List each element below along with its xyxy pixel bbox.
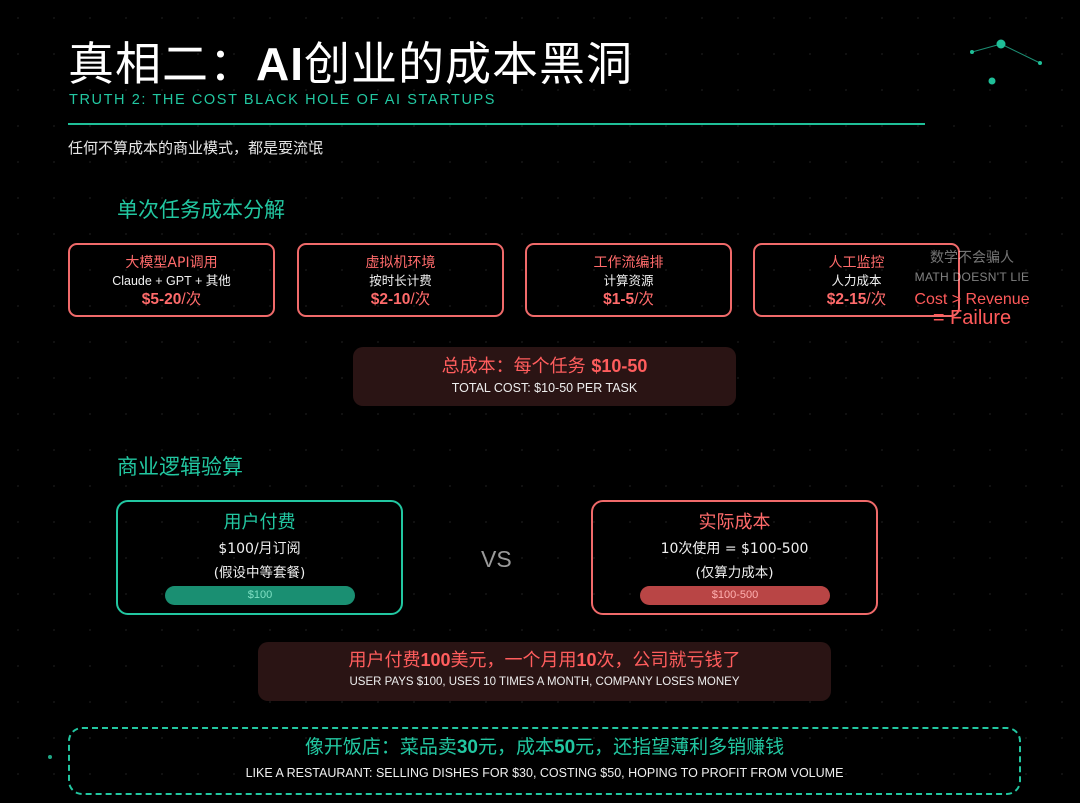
total-cost-en: TOTAL COST: $10-50 PER TASK [451, 381, 638, 395]
cost-card-llm-api: 大模型API调用 Claude + GPT + 其他 $5-20/次 [68, 243, 275, 317]
actual-cost-title: 实际成本 [698, 512, 771, 533]
user-pay-note: (假设中等套餐) [213, 565, 306, 581]
tagline: 任何不算成本的商业模式，都是耍流氓 [68, 139, 324, 157]
restaurant-analogy: 像开饭店：菜品卖30元，成本50元，还指望薄利多销赚钱 [304, 736, 785, 758]
cost-card-sub: Claude + GPT + 其他 [112, 274, 231, 288]
constellation-icon [970, 39, 1042, 85]
math-note: 数学不会骗人 MATH DOESN'T LIE Cost > Revenue =… [914, 247, 1029, 330]
actual-cost-amount: 10次使用 = $100-500 [660, 541, 809, 557]
math-note-en: MATH DOESN'T LIE [914, 270, 1030, 284]
total-cost-label: 总成本：每个任务 $10-50 [441, 356, 648, 377]
math-note-cn: 数学不会骗人 [930, 250, 1014, 266]
section-heading-breakdown: 单次任务成本分解 [117, 198, 285, 222]
title-part-cn: 真相二： [68, 37, 256, 91]
cost-card-price: $1-5/次 [603, 291, 654, 308]
cost-card-price: $2-15/次 [826, 291, 887, 308]
cost-card-sub: 按时长计费 [369, 274, 432, 288]
actual-cost-note: (仅算力成本) [695, 565, 774, 581]
user-pay-title: 用户付费 [223, 512, 296, 533]
loss-statement: 用户付费100美元，一个月用10次，公司就亏钱了 [348, 650, 741, 671]
restaurant-analogy-box: 像开饭店：菜品卖30元，成本50元，还指望薄利多销赚钱 LIKE A RESTA… [68, 727, 1021, 795]
cost-card-title: 虚拟机环境 [365, 255, 436, 271]
actual-cost-bar: $100-500 [640, 586, 830, 605]
user-pay-card: 用户付费 $100/月订阅 (假设中等套餐) $100 [116, 500, 403, 615]
versus-label: VS [481, 546, 512, 572]
cost-card-price: $5-20/次 [141, 291, 202, 308]
page-subtitle: TRUTH 2: THE COST BLACK HOLE OF AI START… [69, 92, 497, 108]
total-cost-box: 总成本：每个任务 $10-50 TOTAL COST: $10-50 PER T… [353, 347, 736, 406]
title-divider [68, 123, 925, 125]
restaurant-analogy-en: LIKE A RESTAURANT: SELLING DISHES FOR $3… [245, 766, 844, 780]
section-heading-business: 商业逻辑验算 [117, 455, 243, 479]
user-pay-bar: $100 [165, 586, 355, 605]
actual-cost-card: 实际成本 10次使用 = $100-500 (仅算力成本) $100-500 [591, 500, 878, 615]
cost-card-title: 人工监控 [828, 255, 885, 271]
cost-card-title: 工作流编排 [593, 255, 664, 271]
title-part-cn-2: 创业的成本黑洞 [304, 37, 633, 91]
title-part-en: AI [256, 38, 304, 90]
page-title: 真相二：AI创业的成本黑洞 [68, 28, 633, 94]
cost-card-sub: 人力成本 [831, 274, 882, 288]
user-pay-amount: $100/月订阅 [218, 541, 301, 557]
decor-dot [48, 755, 52, 759]
cost-card-title: 大模型API调用 [125, 255, 218, 271]
loss-statement-en: USER PAYS $100, USES 10 TIMES A MONTH, C… [349, 676, 740, 688]
cost-card-vm: 虚拟机环境 按时长计费 $2-10/次 [297, 243, 504, 317]
cost-card-price: $2-10/次 [370, 291, 431, 308]
loss-box: 用户付费100美元，一个月用10次，公司就亏钱了 USER PAYS $100,… [258, 642, 831, 701]
math-note-formula: Cost > Revenue [914, 291, 1030, 308]
cost-card-sub: 计算资源 [603, 274, 654, 288]
math-note-result: = Failure [932, 307, 1012, 329]
cost-card-workflow: 工作流编排 计算资源 $1-5/次 [525, 243, 732, 317]
cost-card-human: 人工监控 人力成本 $2-15/次 [753, 243, 960, 317]
